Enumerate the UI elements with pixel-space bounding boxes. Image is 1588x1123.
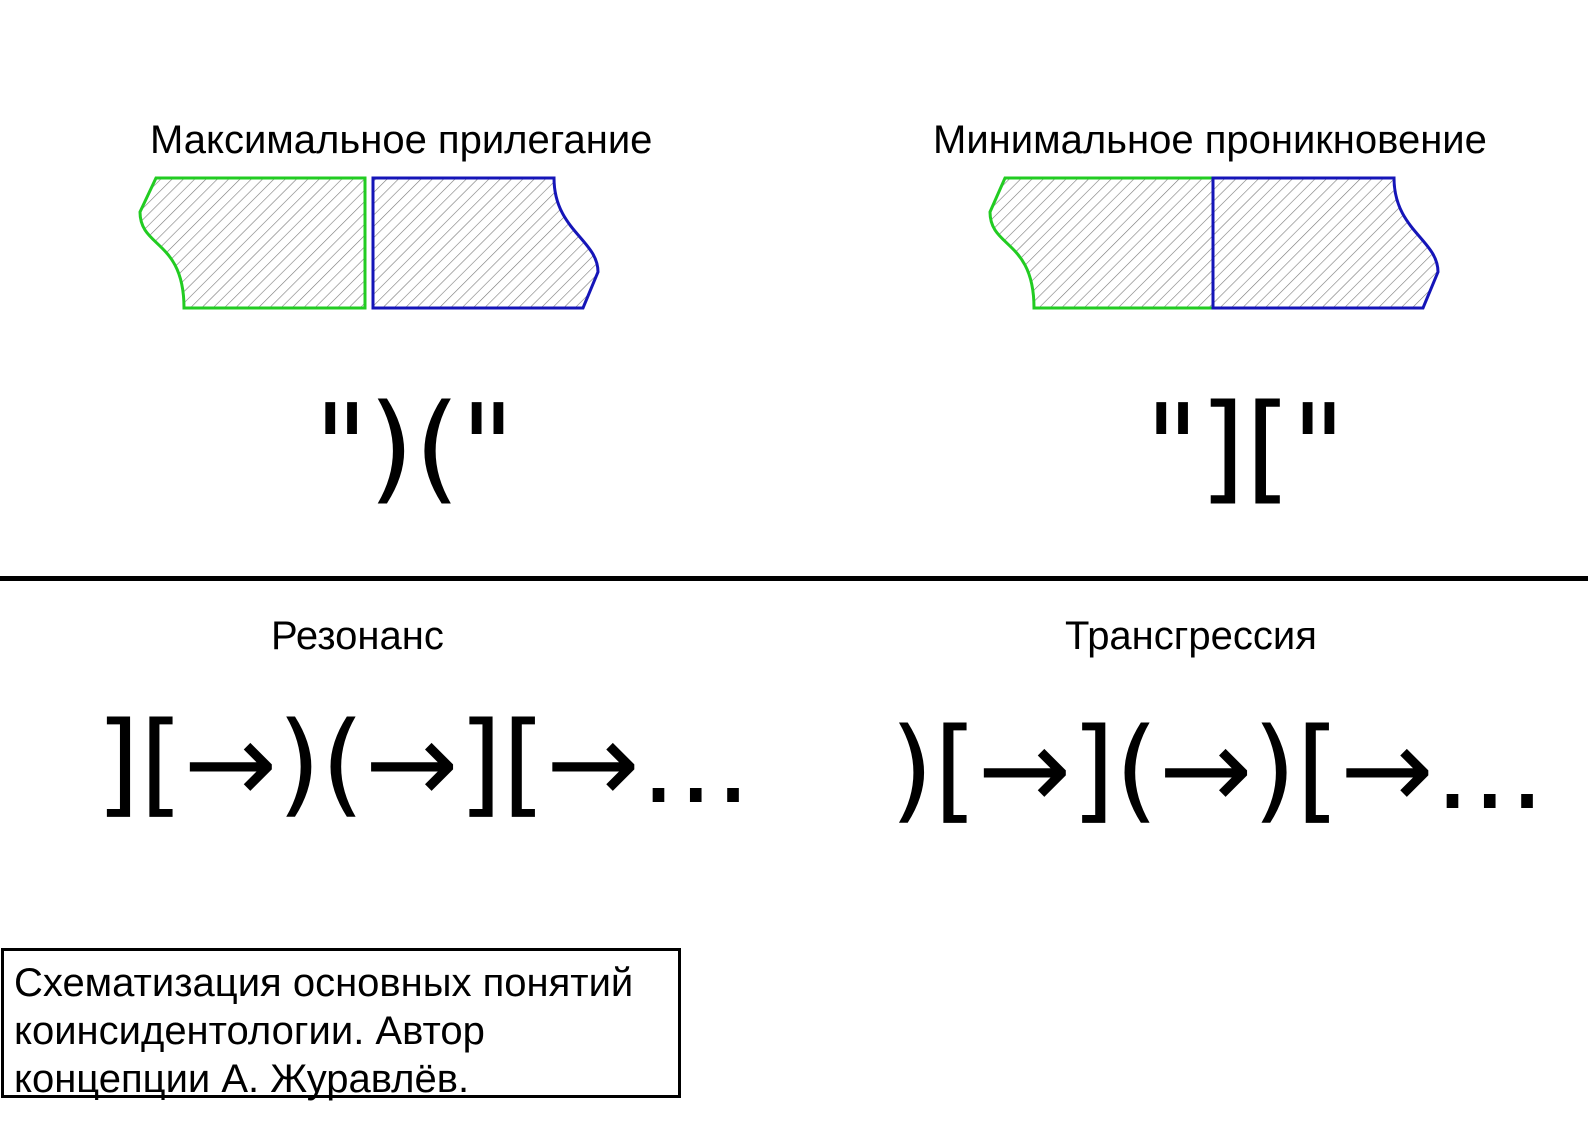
- symbol-min-penetration: "][": [1145, 378, 1346, 516]
- sequence-resonance: ][→)(→][→…: [96, 699, 752, 829]
- sequence-transgression: )[→](→)[→…: [890, 705, 1546, 835]
- green-shape-left: [138, 176, 367, 310]
- blue-shape-right: [1211, 176, 1440, 310]
- title-max-adjacency: Максимальное прилегание: [150, 118, 653, 162]
- title-transgression: Трансгрессия: [1065, 614, 1317, 658]
- title-resonance: Резонанс: [271, 614, 444, 658]
- green-shape-right: [988, 176, 1215, 310]
- symbol-max-adjacency: ")(": [314, 378, 515, 516]
- section-divider: [0, 576, 1588, 581]
- caption-box: Схематизация основных понятий коинсидент…: [1, 948, 681, 1101]
- blue-shape-left: [371, 176, 600, 310]
- title-min-penetration: Минимальное проникновение: [933, 118, 1487, 162]
